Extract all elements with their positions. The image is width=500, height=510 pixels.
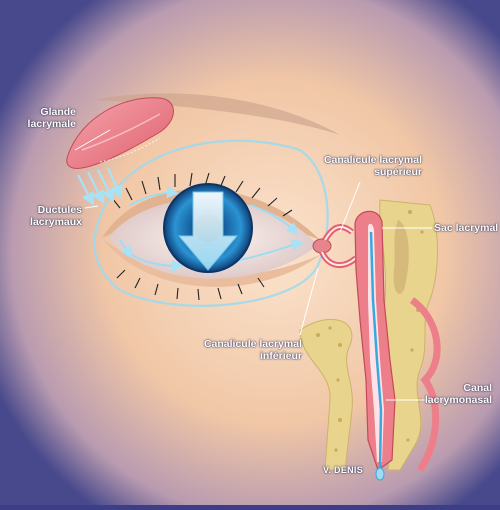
artist-signature: V. DENIS: [318, 464, 368, 476]
leader-lines: [74, 129, 452, 401]
label-canal-lacrymonasal: Canal lacrymonasal: [418, 382, 492, 406]
label-ductules-lacrymaux: Ductules lacrymaux: [8, 204, 82, 228]
label-canal-inf-line2: inférieur: [259, 350, 302, 362]
label-canalicule-superieur: Canalicule lacrymal supérieur: [310, 154, 422, 178]
tear-drainage-stream: [369, 231, 383, 471]
label-canal-sup-line2: supérieur: [374, 166, 422, 178]
label-canal-nasal-line1: Canal: [463, 382, 492, 394]
label-ductules-line1: Ductules: [37, 204, 82, 216]
tear-flow-main-arrow: [177, 191, 239, 271]
label-ductules-line2: lacrymaux: [30, 216, 82, 228]
nasal-mucosa: [409, 297, 441, 472]
label-canal-inf-line1: Canalicule lacrymal: [203, 338, 302, 350]
signature-text: V. DENIS: [322, 465, 364, 475]
label-sac-text: Sac lacrymal: [434, 222, 499, 234]
upper-canaliculus-lumen: [324, 225, 353, 241]
bone-cavity: [393, 220, 409, 294]
label-glande-line1: Glande: [40, 106, 76, 118]
label-glande-lacrymale: Glande lacrymale: [12, 106, 76, 130]
gland-highlight: [81, 113, 161, 151]
label-canal-sup-line1: Canalicule lacrymal: [323, 154, 422, 166]
lacrimal-gland: [66, 97, 174, 169]
gland-dotted-line: [99, 137, 161, 163]
iris-rim: [163, 183, 253, 273]
bone-texture-lower: [316, 326, 342, 452]
ductule-arrows: [77, 167, 123, 206]
label-sac-lacrymal: Sac lacrymal: [434, 222, 500, 234]
lacrimal-caruncle: [312, 238, 332, 254]
label-canal-nasal-line2: lacrymonasal: [424, 394, 492, 406]
lower-eyelid: [102, 238, 320, 287]
nasal-bone-lower: [299, 318, 353, 471]
tear-drop: [375, 467, 385, 481]
label-glande-line2: lacrymale: [27, 118, 76, 130]
label-canalicule-inferieur: Canalicule lacrymal inférieur: [176, 338, 302, 362]
tear-flow-arrows: [119, 186, 304, 272]
lower-canaliculus-lumen: [321, 251, 357, 267]
